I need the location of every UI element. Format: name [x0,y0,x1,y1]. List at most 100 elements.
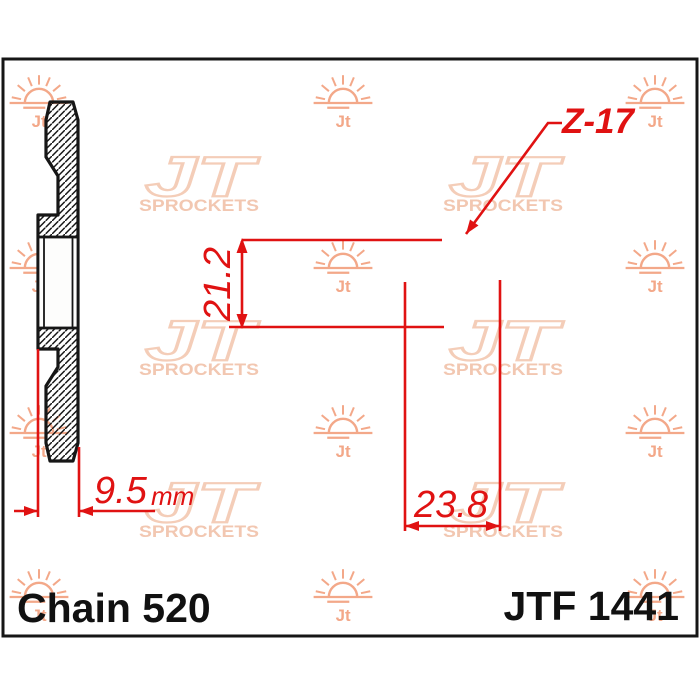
sun-ray-icon [661,76,667,87]
sun-ray-icon [643,406,649,417]
sun-ray-icon [661,406,667,417]
label-layer: Z-17 21.2 9.5 mm 23.8 Chain 520 JTF 1441 [17,102,679,631]
sun-ray-icon [11,426,22,431]
sun-jt-mark: Jt [648,442,663,461]
chain-size-label: Chain 520 [17,585,211,631]
sun-ray-icon [627,426,638,431]
watermark-sun-icon: Jt [625,75,685,131]
teeth-count-label: Z-17 [561,102,636,141]
sun-jt-mark: Jt [336,277,351,296]
sun-ray-icon [643,76,649,87]
sun-disc-icon [639,417,671,434]
sun-ray-icon [356,414,365,422]
sun-ray-icon [11,590,22,595]
sun-jt-mark: Jt [32,442,47,461]
sun-ray-icon [331,76,337,87]
sun-jt-mark: Jt [336,442,351,461]
sun-ray-icon [331,406,337,417]
sun-ray-icon [27,570,33,581]
sun-ray-icon [56,590,67,595]
sun-ray-icon [349,570,355,581]
sun-disc-icon [327,417,359,434]
dim-hub-width-value: 9.5 [94,470,148,512]
sun-jt-mark: Jt [336,606,351,625]
sun-jt-mark: Jt [648,112,663,131]
sun-jt-mark: Jt [648,606,663,625]
dim-238-arrow-left [405,521,419,531]
sun-ray-icon [315,590,326,595]
sun-disc-icon [639,252,671,269]
sun-ray-icon [349,406,355,417]
sun-ray-icon [643,241,649,252]
sun-ray-icon [633,84,642,92]
sun-ray-icon [668,414,677,422]
dim-95-arrow-left [79,506,93,516]
sun-ray-icon [360,261,371,266]
dim-21-arrow-up [236,238,248,253]
dimension-layer [14,121,562,531]
sun-ray-icon [56,96,67,101]
sun-ray-icon [321,249,330,257]
sun-ray-icon [360,426,371,431]
sun-ray-icon [627,590,638,595]
sun-disc-icon [639,581,671,598]
sun-ray-icon [17,414,26,422]
sun-ray-icon [315,261,326,266]
sun-ray-icon [17,578,26,586]
jt-logo-brand-text: SPROCKETS [139,522,259,541]
sun-ray-icon [360,590,371,595]
sun-ray-icon [27,76,33,87]
sun-jt-mark: Jt [336,112,351,131]
sun-ray-icon [627,96,638,101]
sun-ray-icon [668,578,677,586]
watermark-sun-icon: Jt [9,75,69,131]
watermark-sun-icon: Jt [313,75,373,131]
sun-jt-mark: Jt [648,277,663,296]
sun-ray-icon [668,84,677,92]
sun-ray-icon [331,570,337,581]
jt-logo-glyph: JT [449,145,564,209]
sun-ray-icon [321,84,330,92]
jt-logo-glyph: JT [145,145,260,209]
teeth-count-leader-line [464,121,562,235]
jt-logo-brand-text: SPROCKETS [139,196,259,215]
sun-ray-icon [643,570,649,581]
jt-logo-brand-text: SPROCKETS [443,196,563,215]
part-number-label: JTF 1441 [504,583,680,629]
jt-logo-glyph: JT [145,471,260,535]
sun-ray-icon [633,414,642,422]
dim-238-arrow-right [486,521,500,531]
watermark-sun-icon: Jt [313,405,373,461]
sun-disc-icon [639,87,671,104]
sun-disc-icon [23,581,55,598]
sun-ray-icon [668,249,677,257]
sun-ray-icon [356,84,365,92]
dim-95-arrow-right [24,506,38,516]
teeth-count-leader-arrow [466,219,479,234]
watermark-sun-icon: Jt [625,569,685,625]
sun-ray-icon [661,241,667,252]
sun-ray-icon [633,578,642,586]
sun-ray-icon [17,249,26,257]
sun-ray-icon [672,426,683,431]
sun-ray-icon [331,241,337,252]
dim-spline-outer-value: 23.8 [413,484,488,526]
sun-ray-icon [356,578,365,586]
sun-ray-icon [672,590,683,595]
watermark-sun-icon: Jt [625,240,685,296]
sun-ray-icon [672,261,683,266]
sun-ray-icon [360,96,371,101]
sun-ray-icon [45,570,51,581]
sun-ray-icon [17,84,26,92]
sun-jt-mark: Jt [32,112,47,131]
sun-ray-icon [633,249,642,257]
sun-ray-icon [27,406,33,417]
sun-ray-icon [321,578,330,586]
